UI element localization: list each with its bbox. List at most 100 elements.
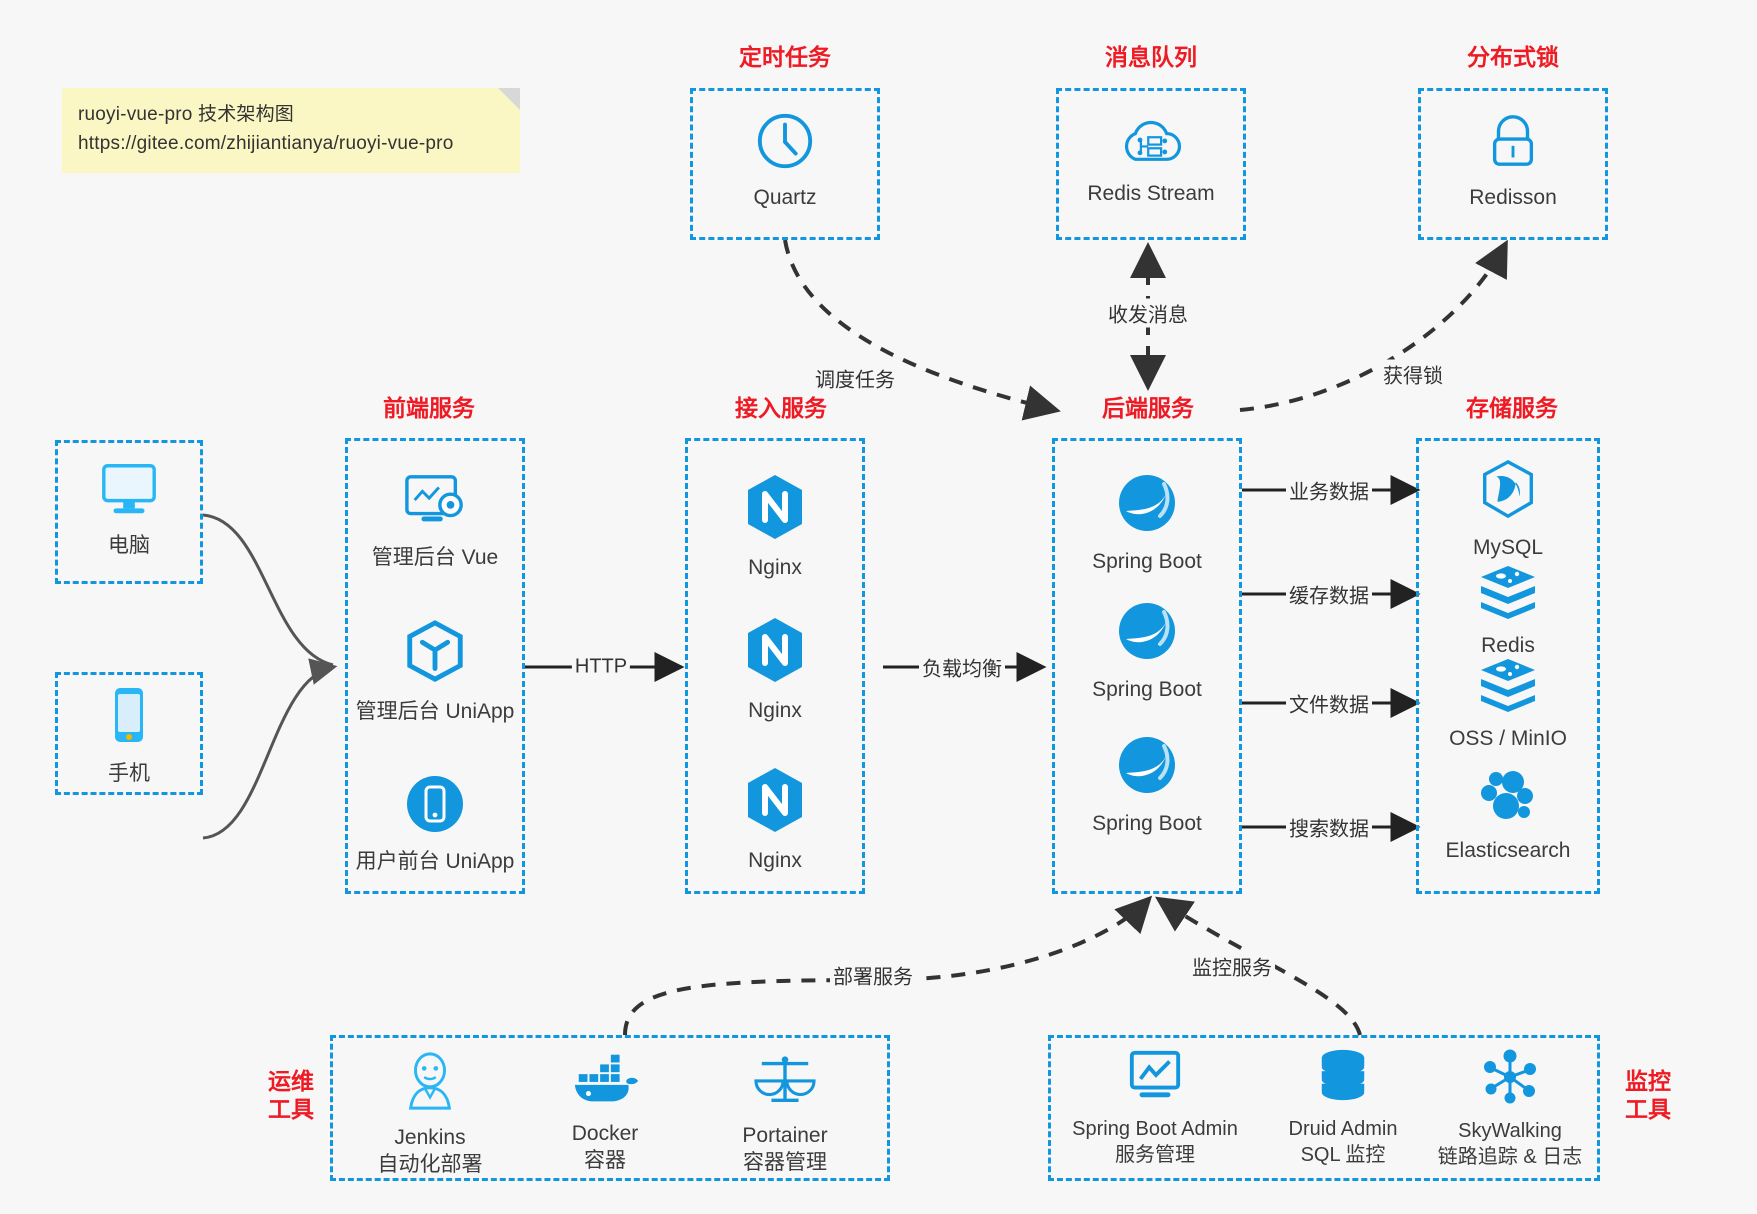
group-phone <box>55 672 203 795</box>
edge-label-business-data: 业务数据 <box>1286 475 1372 505</box>
group-monitor <box>1048 1035 1600 1181</box>
node-redis-stream[interactable]: Redis Stream <box>1056 112 1246 207</box>
jenkins-butler-icon <box>400 1050 460 1117</box>
group-message-queue <box>1056 88 1246 240</box>
node-oss-minio[interactable]: OSS / MinIO <box>1416 655 1600 752</box>
edge-pc-to-frontend <box>202 513 334 667</box>
node-label-pc: 电脑 <box>108 534 150 557</box>
node-label-springboot-3: Spring Boot <box>1092 812 1202 835</box>
edge-label-http: HTTP <box>571 655 631 679</box>
group-title-scheduled-task: 定时任务 <box>739 44 831 70</box>
edge-label-monitor-service: 监控服务 <box>1189 951 1275 981</box>
spring-leaf-icon <box>1114 598 1180 669</box>
hexagon-cube-icon <box>402 618 468 691</box>
node-jenkins[interactable]: Jenkins 自动化部署 <box>345 1050 515 1179</box>
nginx-icon <box>744 765 806 840</box>
spring-leaf-icon <box>1114 470 1180 541</box>
node-label-springboot-2: Spring Boot <box>1092 678 1202 701</box>
note-folded-corner <box>498 88 520 110</box>
group-title-distributed-lock: 分布式锁 <box>1467 44 1559 70</box>
group-distributed-lock <box>1418 88 1608 240</box>
edge-label-cache-data: 缓存数据 <box>1286 579 1372 609</box>
edge-label-schedule-task: 调度任务 <box>812 363 898 393</box>
node-springboot-3[interactable]: Spring Boot <box>1052 732 1242 837</box>
node-label-mysql: MySQL <box>1472 536 1543 559</box>
node-admin-vue[interactable]: 管理后台 Vue <box>345 470 525 571</box>
node-label-nginx-1: Nginx <box>748 556 802 579</box>
node-phone[interactable]: 手机 <box>55 684 203 787</box>
node-user-uniapp[interactable]: 用户前台 UniApp <box>345 772 525 875</box>
group-title-monitor: 监控 工具 <box>1625 1068 1671 1122</box>
node-portainer[interactable]: Portainer 容器管理 <box>700 1050 870 1177</box>
elasticsearch-icon <box>1477 765 1539 830</box>
desktop-icon <box>94 458 164 525</box>
node-label-docker: Docker 容器 <box>571 1122 639 1173</box>
node-label-admin-uniapp: 管理后台 UniApp <box>355 700 515 723</box>
node-label-nginx-2: Nginx <box>748 699 802 722</box>
edge-label-acquire-lock: 获得锁 <box>1380 359 1446 389</box>
node-label-redis-stream: Redis Stream <box>1087 182 1215 205</box>
lock-icon <box>1484 112 1542 177</box>
redis-stack-icon <box>1477 655 1539 718</box>
node-label-spring-boot-admin: Spring Boot Admin 服务管理 <box>1072 1118 1238 1166</box>
scales-icon <box>754 1050 816 1115</box>
node-skywalking[interactable]: SkyWalking 链路追踪 & 日志 <box>1420 1048 1600 1170</box>
group-title-backend: 后端服务 <box>1102 395 1194 421</box>
node-label-jenkins: Jenkins 自动化部署 <box>377 1126 483 1177</box>
node-label-admin-vue: 管理后台 Vue <box>371 546 499 569</box>
node-quartz[interactable]: Quartz <box>690 110 880 211</box>
edge-phone-to-frontend <box>202 658 338 840</box>
group-title-frontend: 前端服务 <box>383 395 475 421</box>
redis-stack-icon <box>1477 562 1539 625</box>
node-label-redisson: Redisson <box>1469 186 1557 209</box>
edge-label-file-data: 文件数据 <box>1286 688 1372 718</box>
node-label-springboot-1: Spring Boot <box>1092 550 1202 573</box>
group-gateway <box>685 438 865 894</box>
nginx-icon <box>744 472 806 547</box>
group-title-gateway: 接入服务 <box>735 395 827 421</box>
monitor-chart-icon <box>1124 1048 1186 1109</box>
node-druid-admin[interactable]: Druid Admin SQL 监控 <box>1258 1048 1428 1168</box>
node-admin-uniapp[interactable]: 管理后台 UniApp <box>345 618 525 725</box>
note-line-url: https://gitee.com/zhijiantianya/ruoyi-vu… <box>78 133 454 155</box>
group-scheduled-task <box>690 88 880 240</box>
node-redisson[interactable]: Redisson <box>1418 112 1608 211</box>
node-label-oss-minio: OSS / MinIO <box>1449 727 1567 750</box>
node-spring-boot-admin[interactable]: Spring Boot Admin 服务管理 <box>1055 1048 1255 1168</box>
node-redis[interactable]: Redis <box>1416 562 1600 659</box>
node-label-quartz: Quartz <box>753 186 817 209</box>
mysql-dolphin-icon <box>1478 458 1538 527</box>
node-nginx-2[interactable]: Nginx <box>685 615 865 724</box>
note-line-title: ruoyi-vue-pro 技术架构图 <box>78 104 295 125</box>
group-devops <box>330 1035 890 1181</box>
node-label-portainer: Portainer 容器管理 <box>742 1124 828 1175</box>
database-icon <box>1314 1048 1372 1109</box>
group-storage <box>1416 438 1600 894</box>
node-mysql[interactable]: MySQL <box>1416 458 1600 561</box>
group-title-message-queue: 消息队列 <box>1105 44 1197 70</box>
group-title-storage: 存储服务 <box>1466 395 1558 421</box>
cloud-stream-icon <box>1117 112 1185 173</box>
clock-icon <box>754 110 816 177</box>
group-backend <box>1052 438 1242 894</box>
edge-backend-to-lock <box>1239 239 1508 412</box>
node-elasticsearch[interactable]: Elasticsearch <box>1416 765 1600 864</box>
node-label-elasticsearch: Elasticsearch <box>1445 839 1571 862</box>
node-docker[interactable]: Docker 容器 <box>520 1050 690 1175</box>
docker-whale-icon <box>570 1050 640 1113</box>
node-label-nginx-3: Nginx <box>748 849 802 872</box>
node-springboot-2[interactable]: Spring Boot <box>1052 598 1242 703</box>
node-pc[interactable]: 电脑 <box>55 458 203 559</box>
sticky-note: ruoyi-vue-pro 技术架构图 https://gitee.com/zh… <box>62 88 520 173</box>
node-nginx-3[interactable]: Nginx <box>685 765 865 874</box>
mobile-icon <box>107 684 151 753</box>
group-pc <box>55 440 203 584</box>
node-nginx-1[interactable]: Nginx <box>685 472 865 581</box>
group-title-devops: 运维 工具 <box>268 1068 314 1122</box>
edge-label-send-receive-message: 收发消息 <box>1105 298 1191 328</box>
phone-circle-icon <box>403 772 467 841</box>
edge-label-deploy-service: 部署服务 <box>830 960 916 990</box>
spring-leaf-icon <box>1114 732 1180 803</box>
node-springboot-1[interactable]: Spring Boot <box>1052 470 1242 575</box>
